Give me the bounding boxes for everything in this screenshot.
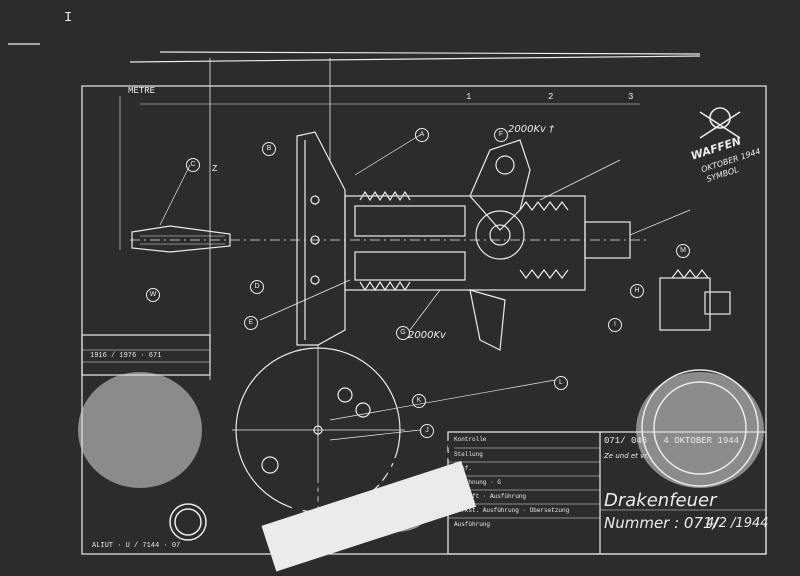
callout-bottom: 2000Kv xyxy=(408,330,446,341)
corner-mark: I xyxy=(64,10,73,26)
tb-row-4: Zeichnung · G xyxy=(454,479,501,486)
lower-lever xyxy=(469,289,506,351)
ref-i: I xyxy=(608,318,622,332)
spring-top xyxy=(519,201,569,211)
drawing-name: Drakenfeuer xyxy=(604,490,717,511)
title-note: Ze und et vr... xyxy=(604,452,654,460)
number-label: Nummer : 071/ xyxy=(604,514,718,532)
doc-code: 071/ 046 · 4 OKTOBER 1944 xyxy=(604,436,740,446)
scale-bar xyxy=(129,55,701,63)
ref-g: G xyxy=(396,326,410,340)
ref-l: L xyxy=(554,376,568,390)
tb-row-7: Ausführung xyxy=(454,521,491,528)
ref-c: C xyxy=(186,158,200,172)
tb-row-3: Ausf. xyxy=(454,465,473,472)
ref-h: H xyxy=(630,284,644,298)
detail-view xyxy=(659,277,711,331)
shield-plate xyxy=(296,131,346,346)
ref-w: W xyxy=(146,288,160,302)
ref-f: F xyxy=(494,128,508,142)
tb-row-5: Geprüft · Ausführung xyxy=(454,493,527,500)
ref-z: Z xyxy=(212,164,218,174)
scale-mark-3: 3 xyxy=(628,92,634,102)
footer-code: ALIUT · U / 7144 · 07 xyxy=(92,542,181,550)
skull-icon xyxy=(699,107,741,139)
spring-bottom xyxy=(519,269,569,279)
scale-label: METRE xyxy=(128,86,156,96)
scale-mark-1: 1 xyxy=(466,92,472,102)
number-value: 4/2 /1944 xyxy=(706,516,769,531)
tb-row-1: Kontrolle xyxy=(454,436,487,443)
verboten-banner xyxy=(261,460,477,572)
ref-m: M xyxy=(676,244,690,258)
side-note: 1916 / 1976 · 671 xyxy=(90,352,162,360)
tb-row-2: Stellung xyxy=(454,451,483,458)
eagle-seal-right xyxy=(641,369,759,487)
ref-k: K xyxy=(412,394,426,408)
tb-row-6: Werkst. Ausführung · Übersetzung xyxy=(454,507,570,514)
ref-d: D xyxy=(250,280,264,294)
ref-e: E xyxy=(244,316,258,330)
nozzle xyxy=(131,225,231,253)
eagle-seal-small xyxy=(169,503,207,541)
scale-mark-2: 2 xyxy=(548,92,554,102)
inner-frame xyxy=(81,85,767,555)
gear-wheel xyxy=(475,210,525,260)
callout-top: 2000Kv † xyxy=(508,124,555,135)
ref-a: A xyxy=(415,128,429,142)
ref-j: J xyxy=(420,424,434,438)
upper-lever xyxy=(469,139,531,231)
ref-b: B xyxy=(262,142,276,156)
